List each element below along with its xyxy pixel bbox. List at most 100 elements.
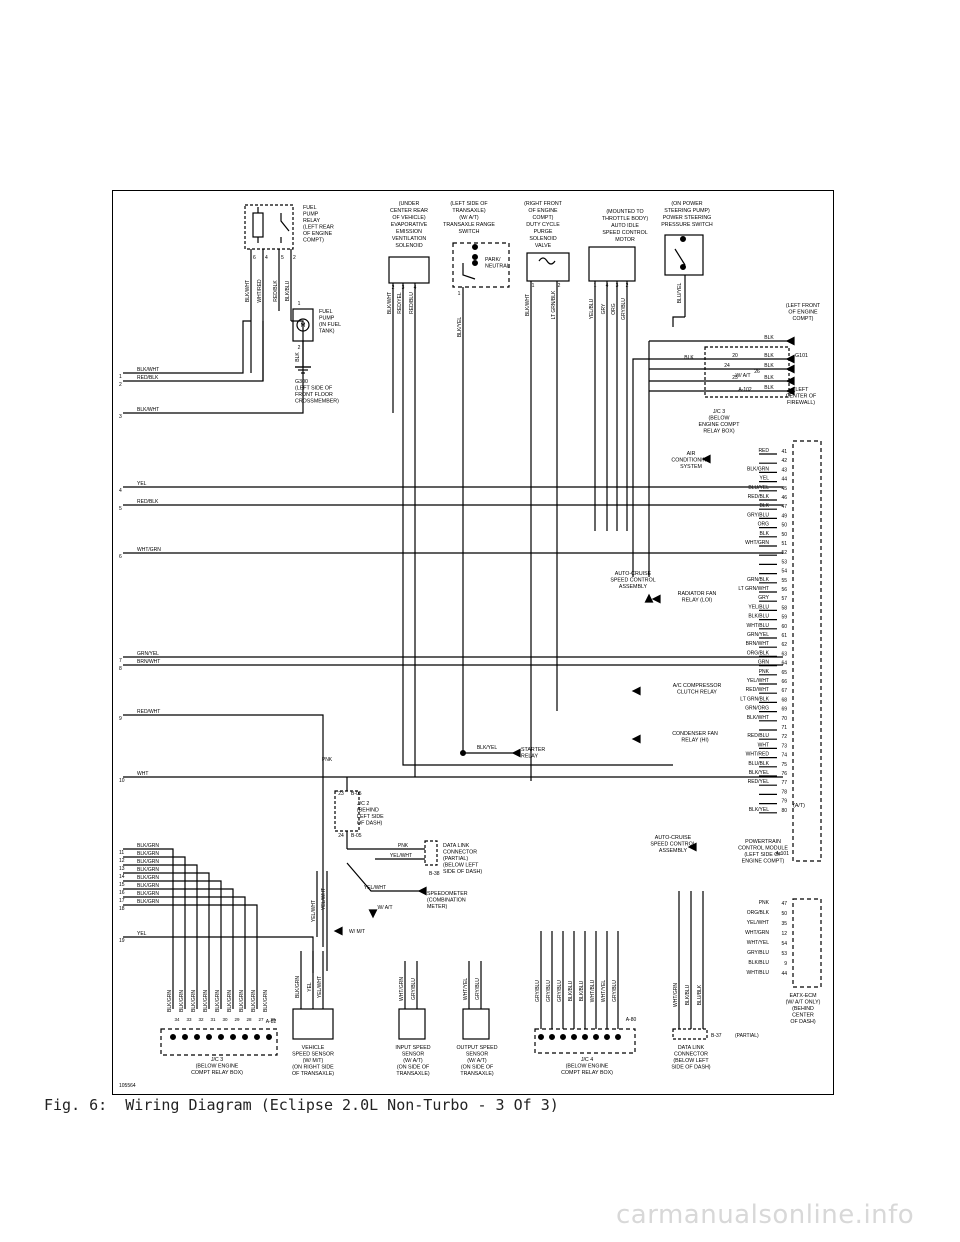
- wire-number: 18: [119, 906, 125, 912]
- relay-switch: [280, 213, 290, 232]
- wire-color-label: BLK/GRN: [137, 859, 159, 865]
- wire-label: (PARTIAL): [735, 1033, 759, 1039]
- wire-color-label: BLK/GRN: [137, 843, 159, 849]
- purge-valve-label: PURGE: [534, 229, 553, 235]
- wire: [123, 848, 174, 1009]
- jc3-bottom-label: COMPT RELAY BOX): [191, 1070, 243, 1076]
- output-sensor-box: [462, 1008, 490, 1040]
- wire-color-label: RED/BLK: [273, 280, 279, 302]
- figure-caption: Fig. 6: Wiring Diagram (Eclipse 2.0L Non…: [44, 1096, 559, 1114]
- wire-number: 10: [119, 778, 125, 784]
- arrow-icon: [631, 686, 641, 696]
- wire-number: 16: [119, 890, 125, 896]
- wire-number: 19: [119, 938, 125, 944]
- wire-color-label: BLK: [295, 352, 301, 362]
- wire-color-label: WHT/RED: [746, 752, 770, 758]
- splice-dot: [679, 263, 686, 270]
- jc3-top-label: ENGINE COMPT: [699, 422, 741, 428]
- at-label: (A/T): [793, 803, 805, 809]
- left-front-label: (LEFT FRONT: [786, 303, 821, 309]
- connector-id: A-102: [738, 387, 752, 393]
- pin-number: 4: [265, 255, 268, 261]
- wire-color-label: GRN/YEL: [137, 651, 159, 657]
- wire-color-label: WHT: [137, 771, 148, 777]
- splice-dot: [266, 1033, 273, 1040]
- pin-number: 49: [781, 513, 787, 519]
- wire-color-label: RED: [758, 448, 769, 454]
- wire-color-label: RED/WHT: [746, 687, 769, 693]
- connector-id: B-05: [351, 791, 362, 797]
- fuel-pump-label: TANK): [319, 329, 335, 335]
- input-sensor-label: INPUT SPEED: [395, 1045, 430, 1051]
- pin-number: 28: [246, 1017, 252, 1022]
- fuel-pump-relay-box: [244, 204, 294, 250]
- wire-color-label: RED/BLK: [137, 375, 159, 381]
- wire-color-label: PNK: [398, 843, 409, 849]
- wire-color-label: BLK/GRN: [227, 990, 233, 1012]
- data-link-label: (BELOW LEFT: [443, 863, 479, 869]
- jc3-top-label: J/C 3: [713, 409, 725, 415]
- g300-label: (LEFT SIDE OF: [295, 386, 333, 392]
- pin-number: 32: [198, 1017, 204, 1022]
- fuel-pump-relay-label: COMPT): [303, 238, 324, 244]
- jc3-bottom-box: [160, 1028, 278, 1056]
- pin-number: 1: [594, 283, 597, 289]
- wire-color-label: BLU/YEL: [677, 283, 683, 304]
- wire-color-label: BLK/BLU: [748, 960, 769, 966]
- splice-dot: [560, 1033, 567, 1040]
- data-link-2-label: (BELOW LEFT: [673, 1058, 709, 1064]
- left-front-label: COMPT): [793, 316, 814, 322]
- vss-label: OF TRANSAXLE): [292, 1071, 334, 1077]
- pin-number: 26: [270, 1017, 276, 1022]
- wire-color-label: BLK: [760, 503, 770, 509]
- wire-number: 6: [119, 554, 122, 560]
- pin-number: 76: [781, 771, 787, 777]
- wire-color-label: BLK/GRN: [263, 990, 269, 1012]
- pin-number: 1: [458, 291, 461, 297]
- jc2-box: [334, 790, 360, 832]
- splice-dot: [193, 1033, 200, 1040]
- wire-color-label: GRN/BLK: [747, 577, 770, 583]
- splice-dot: [169, 1033, 176, 1040]
- wire-color-label: BLK/YEL: [457, 317, 463, 338]
- pin-number: 56: [781, 587, 787, 593]
- radiator-fan-label: RADIATOR FAN: [678, 591, 717, 597]
- solenoid-coil-icon: [538, 257, 556, 265]
- pcm-label: (LEFT SIDE OF: [744, 852, 782, 858]
- wire-color-label: BLK: [764, 363, 774, 369]
- jc3-top-label: (BELOW: [709, 416, 730, 422]
- purge-valve-label: VALVE: [535, 243, 552, 249]
- auto-cruise-label: ASSEMBLY: [619, 584, 648, 590]
- pin-number: 61: [781, 633, 787, 639]
- wire-color-label: YEL: [137, 481, 147, 487]
- ps-switch-label: PRESSURE SWITCH: [661, 222, 713, 228]
- fuel-pump-relay-label: FUEL: [303, 205, 317, 211]
- wire-color-label: BLK/BLU: [285, 280, 291, 301]
- pin-number: 65: [781, 670, 787, 676]
- wire-color-label: LT GRN/BLK: [740, 696, 769, 702]
- pin-number: 3: [616, 283, 619, 289]
- wire-color-label: BRN/WHT: [746, 641, 769, 647]
- pin-number: 72: [781, 734, 787, 740]
- idle-motor-box: [588, 246, 636, 282]
- radiator-fan-label: RELAY (LOI): [682, 598, 713, 604]
- arrow-icon: [785, 364, 795, 374]
- purge-valve-box: [526, 252, 570, 282]
- pin-number: 63: [781, 651, 787, 657]
- wire-color-label: ORG/BLK: [747, 910, 770, 916]
- auto-cruise-label: SPEED CONTROL: [610, 578, 655, 584]
- wire-color-label: WHT/GRN: [399, 977, 405, 1001]
- output-sensor-label: OUTPUT SPEED: [456, 1045, 497, 1051]
- splice-dot: [472, 259, 479, 266]
- wire-color-label: WHT/GRN: [137, 547, 161, 553]
- dlc-2-box: [672, 1028, 708, 1040]
- g101-label: G101: [795, 353, 808, 359]
- wire: [123, 714, 324, 947]
- wire-color-label: RED/BLU: [747, 733, 769, 739]
- splice-dot: [217, 1033, 224, 1040]
- g300-label: G300: [295, 379, 308, 385]
- evap-solenoid-label: CENTER REAR: [390, 208, 428, 214]
- wire-color-label: BLK/GRN: [747, 466, 769, 472]
- wire-color-label: BLK/GRN: [137, 899, 159, 905]
- arrow-icon: [785, 354, 795, 364]
